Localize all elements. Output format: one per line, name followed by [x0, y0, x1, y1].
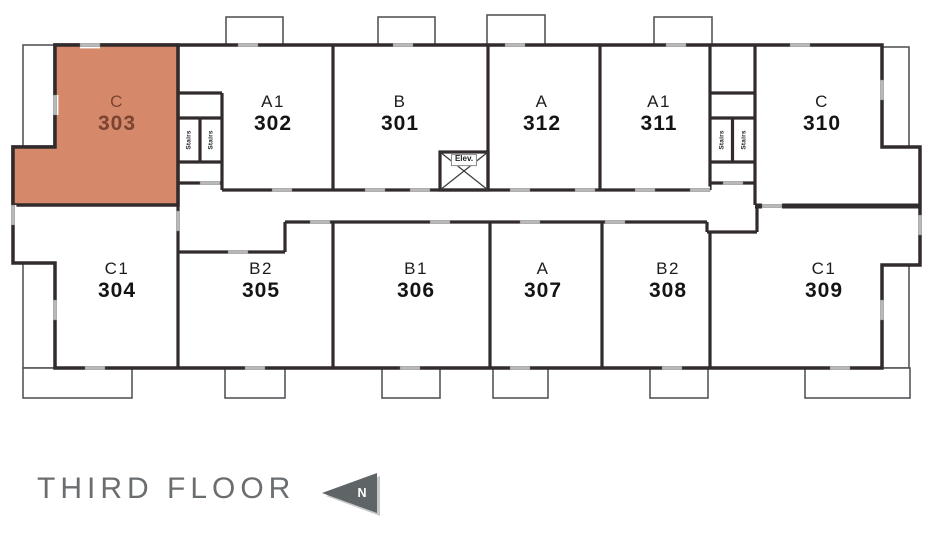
unit-308-number: 308: [648, 279, 688, 303]
stairwell-left: [178, 91, 222, 185]
stairs-label-right-1: Stairs: [718, 130, 725, 150]
floor-title: THIRD FLOOR: [37, 472, 296, 505]
stairs-label-left-2: Stairs: [207, 130, 215, 150]
unit-309-type: C1: [811, 259, 837, 278]
unit-305-type: B2: [249, 259, 273, 278]
unit-310-number: 310: [802, 112, 842, 136]
unit-311-type: A1: [647, 92, 671, 111]
unit-302-type: A1: [261, 92, 285, 111]
unit-304-label[interactable]: C1 304: [97, 259, 137, 303]
north-arrow: [322, 473, 380, 516]
unit-312-type: A: [535, 92, 549, 111]
elevator-box: [438, 150, 490, 192]
unit-301-type: B: [393, 92, 407, 111]
unit-307-number: 307: [523, 279, 563, 303]
unit-309-number: 309: [804, 279, 844, 303]
unit-302-number: 302: [253, 112, 293, 136]
unit-303-label[interactable]: C 303: [97, 92, 137, 136]
unit-303-type: C: [110, 92, 124, 111]
stairs-label-right-2: Stairs: [740, 130, 748, 150]
unit-308-label[interactable]: B2 308: [648, 259, 688, 303]
unit-302-label[interactable]: A1 302: [253, 92, 293, 136]
unit-301-label[interactable]: B 301: [380, 92, 420, 136]
unit-307-type: A: [536, 259, 550, 278]
unit-311-number: 311: [640, 112, 678, 136]
unit-305-label[interactable]: B2 305: [241, 259, 281, 303]
unit-306-label[interactable]: B1 306: [396, 259, 436, 303]
unit-312-number: 312: [522, 112, 562, 136]
balconies: [22, 14, 911, 399]
unit-309-label[interactable]: C1 309: [804, 259, 844, 303]
unit-311-label[interactable]: A1 311: [640, 92, 678, 136]
stairwell-right: [710, 91, 755, 185]
unit-305-number: 305: [241, 279, 281, 303]
unit-310-label[interactable]: C 310: [802, 92, 842, 136]
elevator-label: Elev.: [450, 154, 478, 166]
unit-301-number: 301: [380, 112, 420, 136]
unit-306-number: 306: [396, 279, 436, 303]
unit-308-type: B2: [656, 259, 680, 278]
unit-303-number: 303: [97, 112, 137, 136]
north-label: N: [357, 486, 367, 500]
unit-304-region[interactable]: [13, 208, 178, 368]
unit-304-number: 304: [97, 279, 137, 303]
unit-307-label[interactable]: A 307: [523, 259, 563, 303]
unit-310-type: C: [815, 92, 829, 111]
unit-312-label[interactable]: A 312: [522, 92, 562, 136]
unit-306-type: B1: [404, 259, 428, 278]
stairs-label-left-1: Stairs: [185, 130, 193, 150]
unit-304-type: C1: [104, 259, 130, 278]
elevator: [438, 150, 490, 192]
north-arrow-icon: [322, 473, 377, 513]
